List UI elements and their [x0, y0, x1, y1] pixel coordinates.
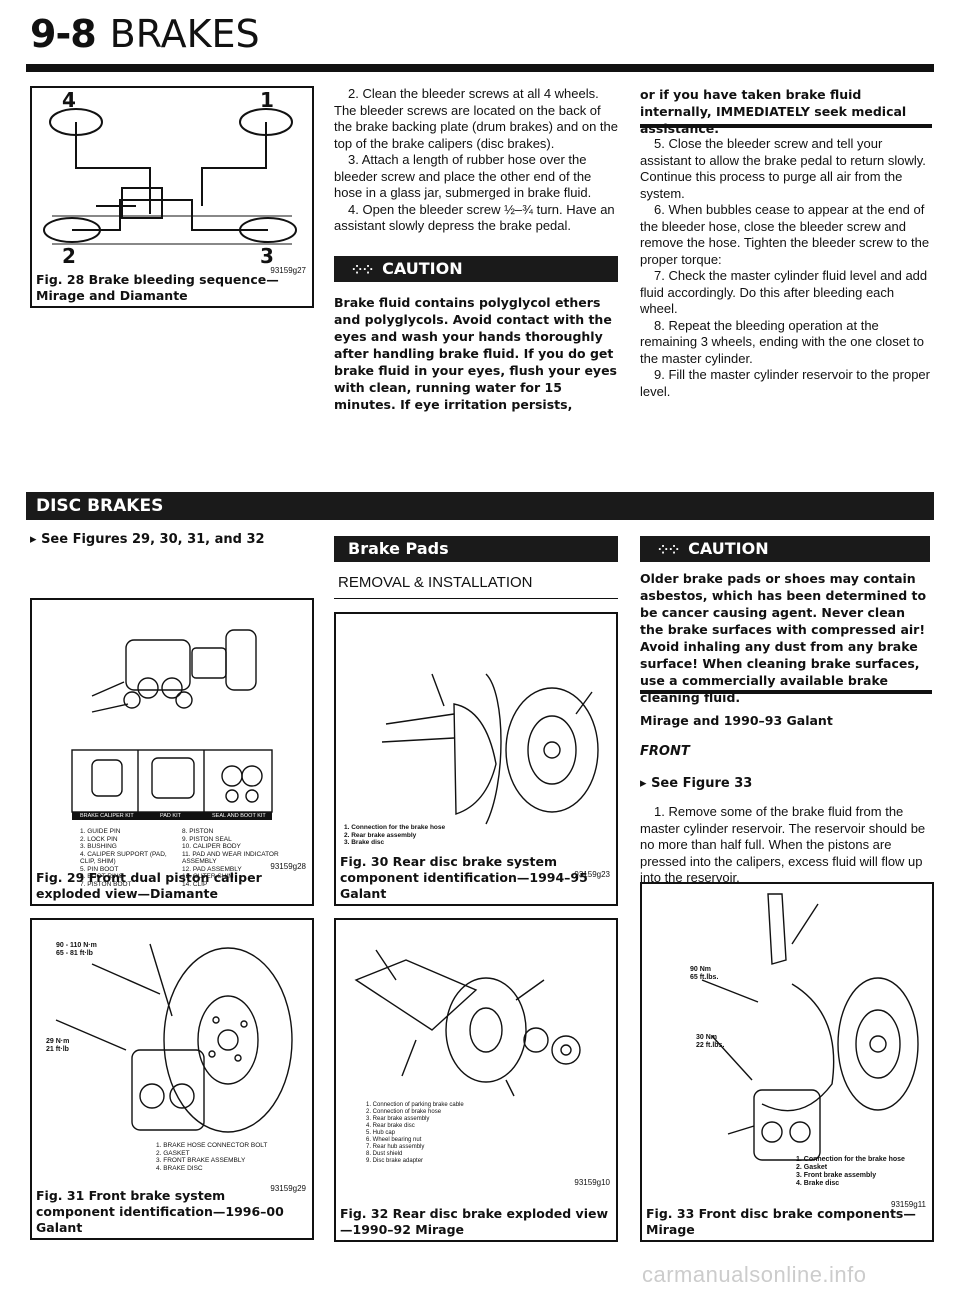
- subtitle-rule: [334, 598, 618, 599]
- torque-spec-1: 90 - 110 N·m 65 - 81 ft·lb: [56, 942, 97, 957]
- step-5: 5. Close the bleeder screw and tell your…: [640, 136, 926, 201]
- step-8: 8. Repeat the bleeding operation at the …: [640, 317, 925, 366]
- caution-banner: ⁘⁘ CAUTION: [334, 256, 618, 282]
- subsection-title: Brake Pads: [348, 539, 449, 558]
- parts-list: 1. Connection for the brake hose 2. Rear…: [344, 824, 446, 846]
- figure-id: 93159g27: [270, 266, 306, 275]
- see-figures-29-32: ▸ See Figures 29, 30, 31, and 32: [30, 532, 265, 547]
- parts-list-a: 1. GUIDE PIN 2. LOCK PIN 3. BUSHING 4. C…: [80, 828, 167, 888]
- mirage-front-disc-drawing: [701, 893, 919, 1161]
- front-brake-drawing: [55, 943, 293, 1133]
- subsection-banner-brake-pads: Brake Pads: [334, 536, 618, 562]
- medical-warning: or if you have taken brake fluid interna…: [640, 87, 907, 136]
- parts-list: 1. BRAKE HOSE CONNECTOR BOLT 2. GASKET 3…: [156, 1142, 268, 1172]
- step-6: 6. When bubbles cease to appear at the e…: [640, 202, 930, 267]
- figure-33: 90 Nm 65 ft.lbs. 30 Nm 22 ft.lbs. 1. Con…: [640, 882, 934, 1242]
- kit-label-seal: SEAL AND BOOT KIT: [212, 813, 266, 819]
- caution-icon: ⁘⁘: [658, 543, 681, 557]
- bullet-icon: ▸: [640, 776, 652, 791]
- kit-label-caliper: BRAKE CALIPER KIT: [80, 813, 134, 819]
- bleeding-steps-5-9: 5. Close the bleeder screw and tell your…: [640, 136, 934, 400]
- figure-29: BRAKE CALIPER KIT PAD KIT SEAL AND BOOT …: [30, 598, 314, 906]
- figure-caption: Fig. 31 Front brake system component ide…: [36, 1188, 284, 1235]
- bleeding-steps-2-4: 2. Clean the bleeder screws at all 4 whe…: [334, 86, 622, 235]
- step-3: 3. Attach a length of rubber hose over t…: [334, 152, 592, 200]
- page-number: 9-8: [30, 12, 97, 56]
- bullet-icon: ▸: [30, 532, 42, 547]
- front-pads-step-1: 1. Remove some of the brake fluid from t…: [640, 804, 926, 885]
- chapter-title: BRAKES: [109, 12, 260, 56]
- step-7: 7. Check the master cylinder fluid level…: [640, 268, 928, 316]
- caution-rule: [640, 690, 932, 694]
- torque-spec-1: 90 Nm 65 ft.lbs.: [690, 966, 719, 981]
- asbestos-caution-text: Older brake pads or shoes may contain as…: [640, 571, 927, 705]
- caution-icon: ⁘⁘: [352, 263, 375, 277]
- figure-30: 1. Connection for the brake hose 2. Rear…: [334, 612, 618, 906]
- caution-title: CAUTION: [382, 259, 463, 278]
- figure-caption: Fig. 29 Front dual piston caliper explod…: [36, 870, 262, 901]
- watermark: carmanualsonline.info: [642, 1262, 867, 1287]
- parts-list: 1. Connection of parking brake cable 2. …: [366, 1102, 464, 1164]
- torque-spec-2: 29 N·m 21 ft·lb: [46, 1038, 70, 1053]
- model-heading: Mirage and 1990–93 Galant: [640, 713, 833, 728]
- front-heading: FRONT: [640, 744, 690, 759]
- figure-id: 93159g11: [891, 1200, 926, 1209]
- step-2: 2. Clean the bleeder screws at all 4 whe…: [334, 86, 619, 151]
- torque-spec-2: 30 Nm 22 ft.lbs.: [696, 1034, 725, 1049]
- rear-disc-brake-drawing: [381, 673, 599, 825]
- figure-caption: Fig. 28 Brake bleeding sequence—Mirage a…: [36, 272, 279, 303]
- page-header: 9-8 BRAKES: [30, 12, 260, 56]
- removal-installation-heading: REMOVAL & INSTALLATION: [338, 574, 533, 591]
- kit-label-pad: PAD KIT: [160, 813, 181, 819]
- figure-31: 90 - 110 N·m 65 - 81 ft·lb 29 N·m 21 ft·…: [30, 918, 314, 1240]
- figure-id: 93159g23: [574, 870, 610, 879]
- step-9: 9. Fill the master cylinder reservoir to…: [640, 367, 930, 399]
- figure-caption: Fig. 30 Rear disc brake system component…: [340, 854, 588, 901]
- label-3: 3: [260, 244, 274, 268]
- section-banner-disc-brakes: DISC BRAKES: [26, 492, 934, 520]
- caution-banner-2: ⁘⁘ CAUTION: [640, 536, 930, 562]
- caliper-exploded-drawing: [71, 629, 273, 820]
- figure-caption: Fig. 32 Rear disc brake exploded view—19…: [340, 1206, 609, 1237]
- header-rule: [26, 64, 934, 72]
- label-4: 4: [62, 88, 76, 112]
- figure-id: 93159g10: [574, 1178, 610, 1187]
- see-figure-33: ▸ See Figure 33: [640, 776, 753, 791]
- brake-line-diagram: [43, 108, 297, 245]
- parts-list: 1. Connection for the brake hose 2. Gask…: [796, 1156, 905, 1187]
- caution-title: CAUTION: [688, 539, 769, 558]
- warning-rule: [640, 124, 932, 128]
- rear-disc-exploded-drawing: [354, 949, 581, 1097]
- figure-id: 93159g28: [270, 862, 306, 871]
- step-4: 4. Open the bleeder screw ½–¾ turn. Have…: [334, 201, 615, 234]
- figure-28: 4 1 2 3 93159g27 Fig. 28 Brake bleeding …: [30, 86, 314, 308]
- section-title: DISC BRAKES: [36, 496, 164, 516]
- figure-id: 93159g29: [270, 1184, 306, 1193]
- figure-caption: Fig. 33 Front disc brake components—Mira…: [646, 1206, 916, 1237]
- caution-text: Brake fluid contains polyglycol ethers a…: [334, 295, 617, 412]
- parts-list-b: 8. PISTON 9. PISTON SEAL 10. CALIPER BOD…: [182, 828, 279, 888]
- label-1: 1: [260, 88, 274, 112]
- figure-32: 1. Connection of parking brake cable 2. …: [334, 918, 618, 1242]
- label-2: 2: [62, 244, 76, 268]
